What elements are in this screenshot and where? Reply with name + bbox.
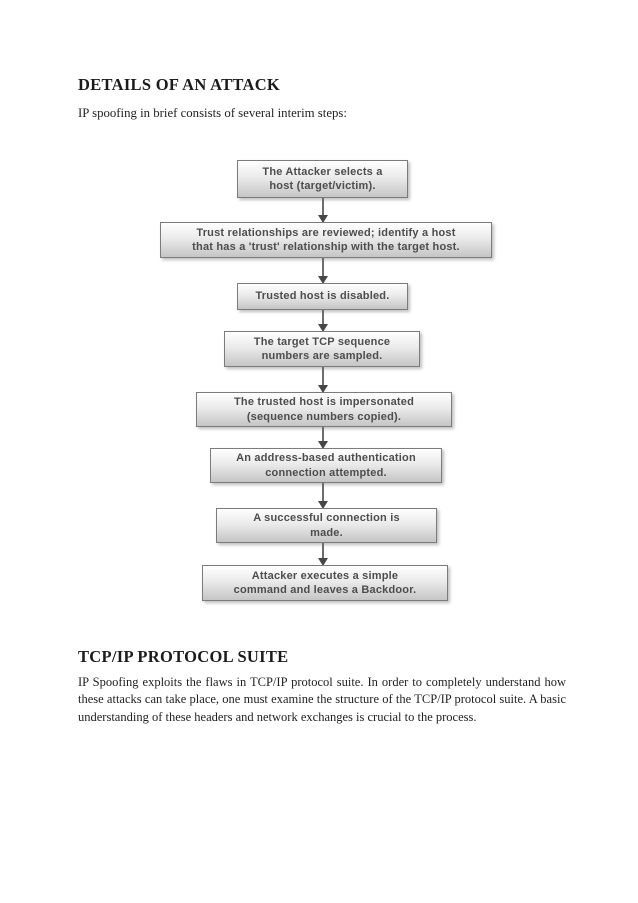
flow-step-box: The target TCP sequence numbers are sampl… [224, 331, 420, 367]
attack-intro-text: IP spoofing in brief consists of several… [78, 106, 347, 120]
tcpip-section-heading: TCP/IP PROTOCOL SUITE [78, 647, 289, 666]
flow-down-arrow [322, 310, 324, 331]
flow-step-box: Attacker executes a simple command and le… [202, 565, 448, 601]
flow-step-label-line: made. [310, 526, 343, 539]
flow-step-label-line: numbers are sampled. [261, 350, 383, 362]
flow-step-label-line: An address-based authentication [236, 452, 416, 464]
attack-section-heading: DETAILS OF AN ATTACK [78, 75, 281, 94]
flow-down-arrow [322, 483, 324, 508]
flow-step-label-line: Attacker executes a simple [251, 569, 399, 582]
flow-down-arrow [322, 543, 324, 565]
flow-step-label-line: Trusted host is disabled. [255, 290, 390, 303]
flow-step-box: A successful connection is made. [216, 508, 437, 543]
ip-spoofing-flowchart: The Attacker selects a host (target/victi… [0, 0, 638, 638]
flow-down-arrow [322, 258, 324, 283]
flow-down-arrow [322, 367, 324, 392]
flow-step-label-line: command and leaves a Backdoor. [233, 584, 417, 596]
flow-step-label-line: connection attempted. [265, 466, 387, 479]
flow-down-arrow [322, 427, 324, 448]
flow-step-label-line: that has a 'trust' relationship with the… [192, 241, 460, 253]
flow-step-label-line: The Attacker selects a [262, 165, 383, 178]
flow-step-box: Trust relationships are reviewed; identi… [160, 222, 492, 258]
tcpip-paragraph: IP Spoofing exploits the flaws in TCP/IP… [78, 675, 566, 724]
flow-step-label-line: (sequence numbers copied). [246, 410, 402, 423]
flow-step-box: The Attacker selects a host (target/victi… [237, 160, 408, 198]
flow-step-box: An address-based authentication connectio… [210, 448, 442, 483]
flow-step-box: The trusted host is impersonated (sequenc… [196, 392, 452, 427]
flow-step-label-line: Trust relationships are reviewed; identi… [196, 226, 456, 239]
flow-step-label-line: The target TCP sequence [253, 335, 391, 348]
flow-step-label-line: A successful connection is [253, 512, 400, 524]
flow-step-box: Trusted host is disabled. [237, 283, 408, 310]
flow-step-label-line: host (target/victim). [269, 180, 376, 192]
flow-down-arrow [322, 198, 324, 222]
flow-step-label-line: The trusted host is impersonated [234, 396, 414, 408]
